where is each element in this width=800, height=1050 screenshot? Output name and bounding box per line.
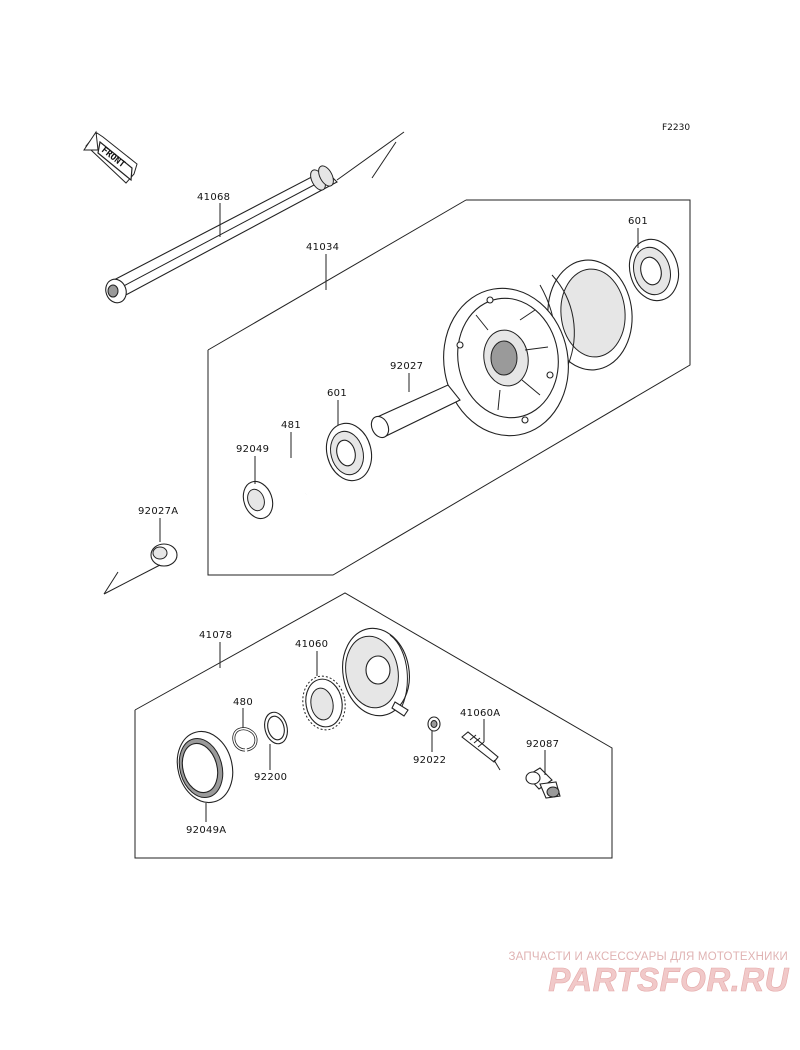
label-41068: 41068 <box>197 192 230 203</box>
watermark-logo: PARTSFOR.RU <box>548 961 789 999</box>
label-41060: 41060 <box>295 639 328 650</box>
meter-gear-frame <box>134 592 613 859</box>
bearing-right-part <box>628 238 680 302</box>
collar-92049-part <box>242 480 274 520</box>
seal-92049a-part <box>176 730 234 804</box>
circlip-480-part <box>232 727 258 752</box>
label-92049: 92049 <box>236 444 269 455</box>
label-92022: 92022 <box>413 755 446 766</box>
meter-gear-housing-part <box>342 627 410 717</box>
label-92087: 92087 <box>526 739 559 750</box>
label-41060a: 41060A <box>460 708 500 719</box>
collar-92027a-part <box>103 543 178 595</box>
pinion-41060a-part <box>461 731 501 771</box>
label-92027: 92027 <box>390 361 423 372</box>
washer-92022-part <box>427 716 441 732</box>
wheel-hub-part <box>443 259 633 437</box>
label-480: 480 <box>233 697 253 708</box>
bearing-left-part <box>325 422 373 482</box>
label-92049a: 92049A <box>186 825 226 836</box>
label-92027a: 92027A <box>138 506 178 517</box>
front-arrow-icon: FRONT <box>83 130 138 184</box>
washer-92200-part <box>264 711 288 745</box>
label-601-left: 601 <box>327 388 347 399</box>
hub-assembly-frame <box>207 199 691 576</box>
meter-gear-part <box>302 675 346 731</box>
label-41034: 41034 <box>306 242 339 253</box>
bushing-92087-part <box>525 767 561 799</box>
circlip-481-part <box>283 458 320 496</box>
watermark-tagline: ЗАПЧАСТИ И АКСЕССУАРЫ ДЛЯ МОТОТЕХНИКИ <box>508 951 788 963</box>
axle-part <box>105 131 405 304</box>
label-92200: 92200 <box>254 772 287 783</box>
label-601-right: 601 <box>628 216 648 227</box>
label-481: 481 <box>281 420 301 431</box>
label-41078: 41078 <box>199 630 232 641</box>
diagram-code: F2230 <box>662 123 690 133</box>
spacer-tube-part <box>370 384 461 439</box>
